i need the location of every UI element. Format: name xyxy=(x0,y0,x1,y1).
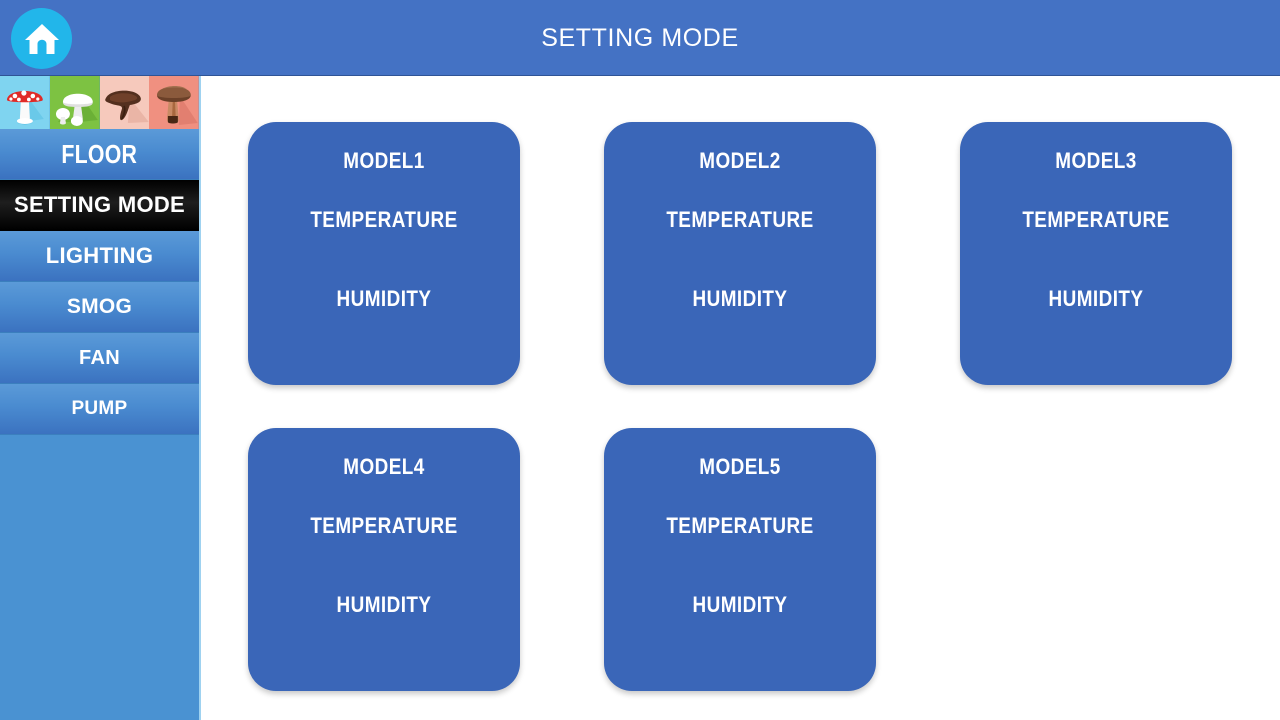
model-card-title: MODEL4 xyxy=(343,454,425,479)
sidebar-item-smog[interactable]: SMOG xyxy=(0,282,199,333)
sidebar-item-pump[interactable]: PUMP xyxy=(0,384,199,435)
sidebar: FLOOR SETTING MODE LIGHTING SMOG FAN PUM… xyxy=(0,76,201,720)
model-card-temperature-label[interactable]: TEMPERATURE xyxy=(310,207,458,232)
model-card-humidity-label[interactable]: HUMIDITY xyxy=(1048,286,1144,311)
model-card-model5[interactable]: MODEL5 TEMPERATURE HUMIDITY xyxy=(604,428,876,691)
model-card-temperature-label[interactable]: TEMPERATURE xyxy=(310,513,458,538)
page-title: SETTING MODE xyxy=(541,23,739,52)
model-card-title: MODEL3 xyxy=(1055,148,1137,173)
main-content: MODEL1 TEMPERATURE HUMIDITY MODEL2 TEMPE… xyxy=(201,76,1280,720)
model-card-title: MODEL2 xyxy=(699,148,781,173)
model-card-row: MODEL4 TEMPERATURE HUMIDITY MODEL5 TEMPE… xyxy=(248,428,1268,691)
model-card-model1[interactable]: MODEL1 TEMPERATURE HUMIDITY xyxy=(248,122,520,385)
bolete-mushroom-icon[interactable] xyxy=(149,76,199,129)
sidebar-nav: FLOOR SETTING MODE LIGHTING SMOG FAN PUM… xyxy=(0,129,199,435)
sidebar-item-label: LIGHTING xyxy=(45,243,154,268)
sidebar-item-label: SMOG xyxy=(66,295,133,318)
sidebar-item-label: FLOOR xyxy=(61,138,138,169)
sidebar-item-setting-mode[interactable]: SETTING MODE xyxy=(0,180,199,231)
model-card-temperature-label[interactable]: TEMPERATURE xyxy=(666,207,814,232)
sidebar-item-label: FAN xyxy=(79,346,120,369)
button-mushroom-icon[interactable] xyxy=(49,76,100,129)
model-card-grid: MODEL1 TEMPERATURE HUMIDITY MODEL2 TEMPE… xyxy=(248,122,1268,691)
model-card-humidity-label[interactable]: HUMIDITY xyxy=(336,592,432,617)
mushroom-tile-strip xyxy=(0,76,199,129)
home-icon xyxy=(23,21,61,57)
model-card-humidity-label[interactable]: HUMIDITY xyxy=(336,286,432,311)
header-bar: SETTING MODE xyxy=(0,0,1280,76)
sidebar-item-label: SETTING MODE xyxy=(13,192,186,217)
model-card-title: MODEL1 xyxy=(343,148,425,173)
model-card-temperature-label[interactable]: TEMPERATURE xyxy=(666,513,814,538)
model-card-humidity-label[interactable]: HUMIDITY xyxy=(692,592,788,617)
model-card-row: MODEL1 TEMPERATURE HUMIDITY MODEL2 TEMPE… xyxy=(248,122,1268,385)
oyster-mushroom-icon[interactable] xyxy=(99,76,150,129)
sidebar-item-floor[interactable]: FLOOR xyxy=(0,129,199,180)
model-card-temperature-label[interactable]: TEMPERATURE xyxy=(1022,207,1170,232)
model-card-title: MODEL5 xyxy=(699,454,781,479)
model-card-model2[interactable]: MODEL2 TEMPERATURE HUMIDITY xyxy=(604,122,876,385)
model-card-model4[interactable]: MODEL4 TEMPERATURE HUMIDITY xyxy=(248,428,520,691)
sidebar-item-lighting[interactable]: LIGHTING xyxy=(0,231,199,282)
sidebar-item-fan[interactable]: FAN xyxy=(0,333,199,384)
model-card-humidity-label[interactable]: HUMIDITY xyxy=(692,286,788,311)
amanita-mushroom-icon[interactable] xyxy=(0,76,50,129)
model-card-model3[interactable]: MODEL3 TEMPERATURE HUMIDITY xyxy=(960,122,1232,385)
sidebar-item-label: PUMP xyxy=(71,398,128,419)
home-button[interactable] xyxy=(11,8,72,69)
